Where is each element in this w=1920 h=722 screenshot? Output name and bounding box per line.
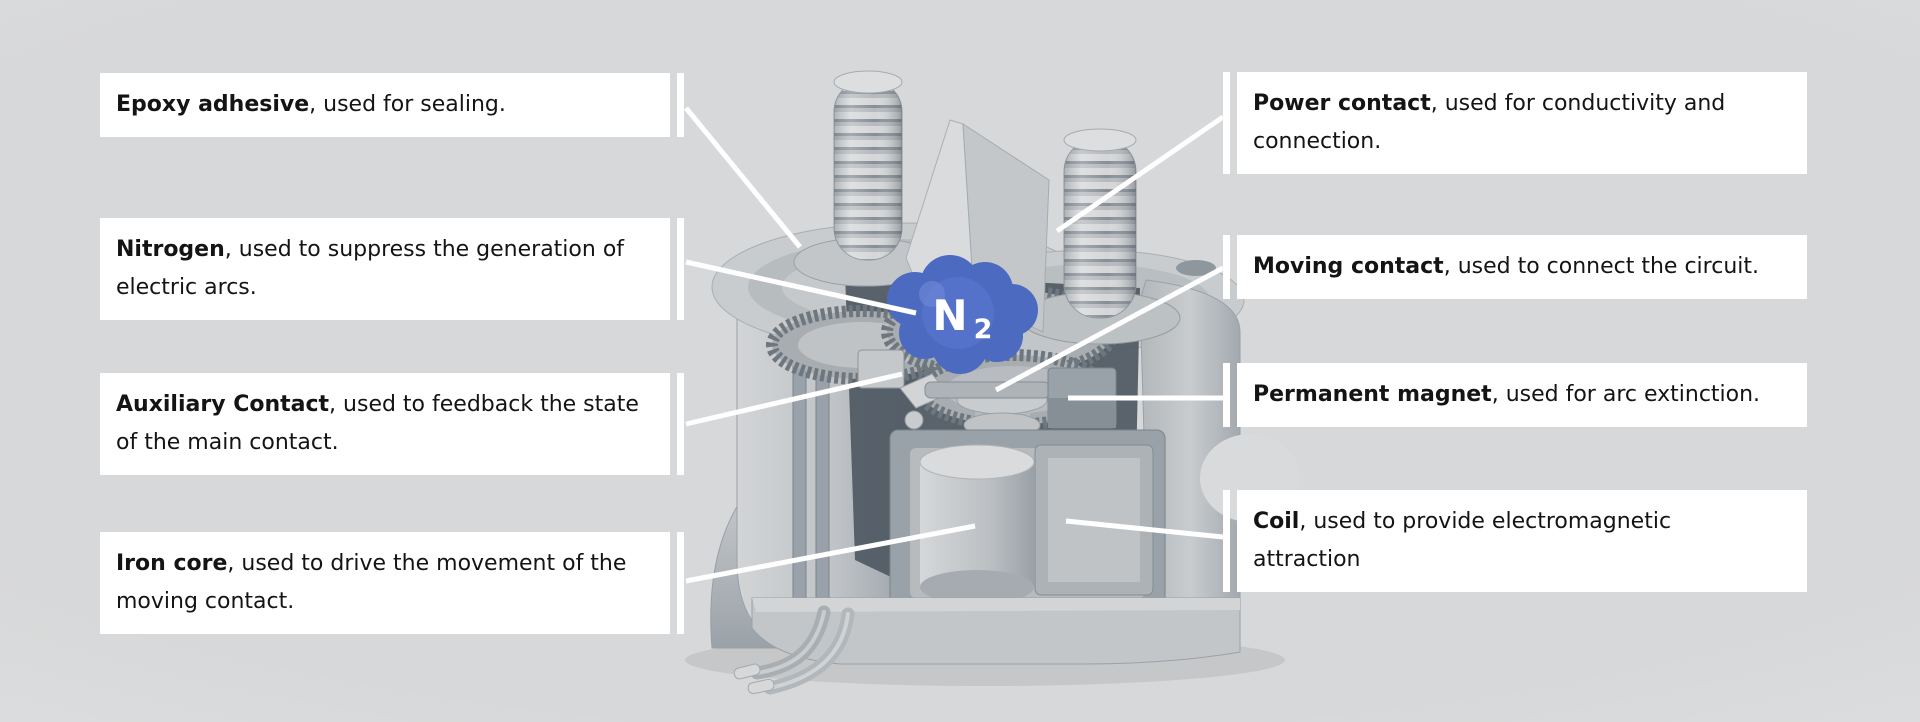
accent-bar-epoxy-adhesive [677, 73, 684, 137]
coil-cable-highlight [768, 612, 850, 690]
base-plate [751, 597, 1241, 665]
accent-bar-iron-core [677, 532, 684, 634]
auxiliary-contact-pin [904, 410, 924, 430]
callout-desc: , used to drive the movement of the [227, 551, 627, 576]
callout-desc: of the main contact. [116, 430, 339, 455]
callout-desc: , used to connect the circuit. [1443, 254, 1759, 279]
callout-auxiliary-contact-text: Auxiliary Contact, used to feedback the … [116, 386, 660, 462]
nitrogen-symbol: N [932, 291, 967, 340]
iron-core-bottom [920, 570, 1034, 604]
leader-iron-core [685, 523, 976, 584]
power-stud-right-shade [1064, 138, 1136, 318]
iron-core-top [919, 444, 1035, 480]
callout-term: Moving contact [1253, 254, 1444, 279]
callout-moving-contact-text: Moving contact, used to connect the circ… [1253, 248, 1797, 286]
coil-winding-face [1048, 458, 1140, 582]
leader-nitrogen [685, 259, 917, 316]
leader-epoxy-adhesive [684, 106, 802, 249]
leader-auxiliary-contact [685, 371, 903, 427]
permanent-magnet-face [1048, 398, 1116, 428]
cable-terminal [733, 663, 761, 680]
leader-coil [1065, 518, 1224, 540]
callout-coil-text: Coil, used to provide electromagnetic att… [1253, 503, 1797, 579]
callout-moving-contact: Moving contact, used to connect the circ… [1237, 235, 1807, 299]
callout-desc: , used to provide electromagnetic [1299, 509, 1672, 534]
callout-auxiliary-contact: Auxiliary Contact, used to feedback the … [100, 373, 670, 475]
callout-term: Iron core [116, 551, 228, 576]
callout-permanent-magnet: Permanent magnet, used for arc extinctio… [1237, 363, 1807, 427]
callout-desc: , used for sealing. [309, 92, 506, 117]
callout-epoxy-adhesive: Epoxy adhesive, used for sealing. [100, 73, 670, 137]
callout-desc: attraction [1253, 547, 1361, 572]
contactor-cutaway-illustration: N 2 [685, 70, 1300, 695]
power-stud-right-top [1063, 128, 1137, 152]
coil-cable-highlight [755, 610, 826, 675]
callout-term: Epoxy adhesive [116, 92, 310, 117]
callout-epoxy-adhesive-text: Epoxy adhesive, used for sealing. [116, 86, 660, 124]
callout-desc: , used for conductivity and [1430, 91, 1726, 116]
base-plate-top [752, 598, 1240, 612]
callout-nitrogen: Nitrogen, used to suppress the generatio… [100, 218, 670, 320]
nitrogen-cloud [887, 255, 1038, 374]
callout-iron-core-text: Iron core, used to drive the movement of… [116, 545, 660, 621]
callout-iron-core: Iron core, used to drive the movement of… [100, 532, 670, 634]
callout-term: Auxiliary Contact [116, 392, 330, 417]
flange-hole [1176, 260, 1216, 276]
callout-term: Permanent magnet [1253, 382, 1492, 407]
callout-term: Nitrogen [116, 237, 225, 262]
callout-desc: , used to feedback the state [329, 392, 639, 417]
callout-power-contact: Power contact, used for conductivity and… [1237, 72, 1807, 174]
iron-core-cylinder [920, 462, 1035, 587]
callout-permanent-magnet-text: Permanent magnet, used for arc extinctio… [1253, 376, 1797, 414]
callout-desc: connection. [1253, 129, 1382, 154]
cable-terminal [747, 678, 775, 695]
accent-bar-moving-contact [1223, 235, 1230, 299]
accent-bar-coil [1223, 490, 1230, 592]
moving-contact-bar [924, 381, 1051, 399]
accent-bar-auxiliary-contact [677, 373, 684, 475]
callout-desc: moving contact. [116, 589, 295, 614]
power-stud-left-top [833, 70, 903, 94]
leader-lines [684, 106, 1225, 584]
nitrogen-subscript: 2 [974, 314, 993, 345]
leader-moving-contact [994, 265, 1225, 393]
callout-desc: , used to suppress the generation of [224, 237, 625, 262]
callout-coil: Coil, used to provide electromagnetic att… [1237, 490, 1807, 592]
accent-bar-permanent-magnet [1223, 363, 1230, 427]
callout-nitrogen-text: Nitrogen, used to suppress the generatio… [116, 231, 660, 307]
leader-power-contact [1055, 114, 1225, 234]
callout-power-contact-text: Power contact, used for conductivity and… [1253, 85, 1797, 161]
callout-desc: , used for arc extinction. [1491, 382, 1761, 407]
accent-bar-power-contact [1223, 72, 1230, 174]
accent-bar-nitrogen [677, 218, 684, 320]
callout-term: Coil [1253, 509, 1300, 534]
callout-term: Power contact [1253, 91, 1431, 116]
callout-desc: electric arcs. [116, 275, 257, 300]
power-stud-left-shade [834, 80, 902, 260]
